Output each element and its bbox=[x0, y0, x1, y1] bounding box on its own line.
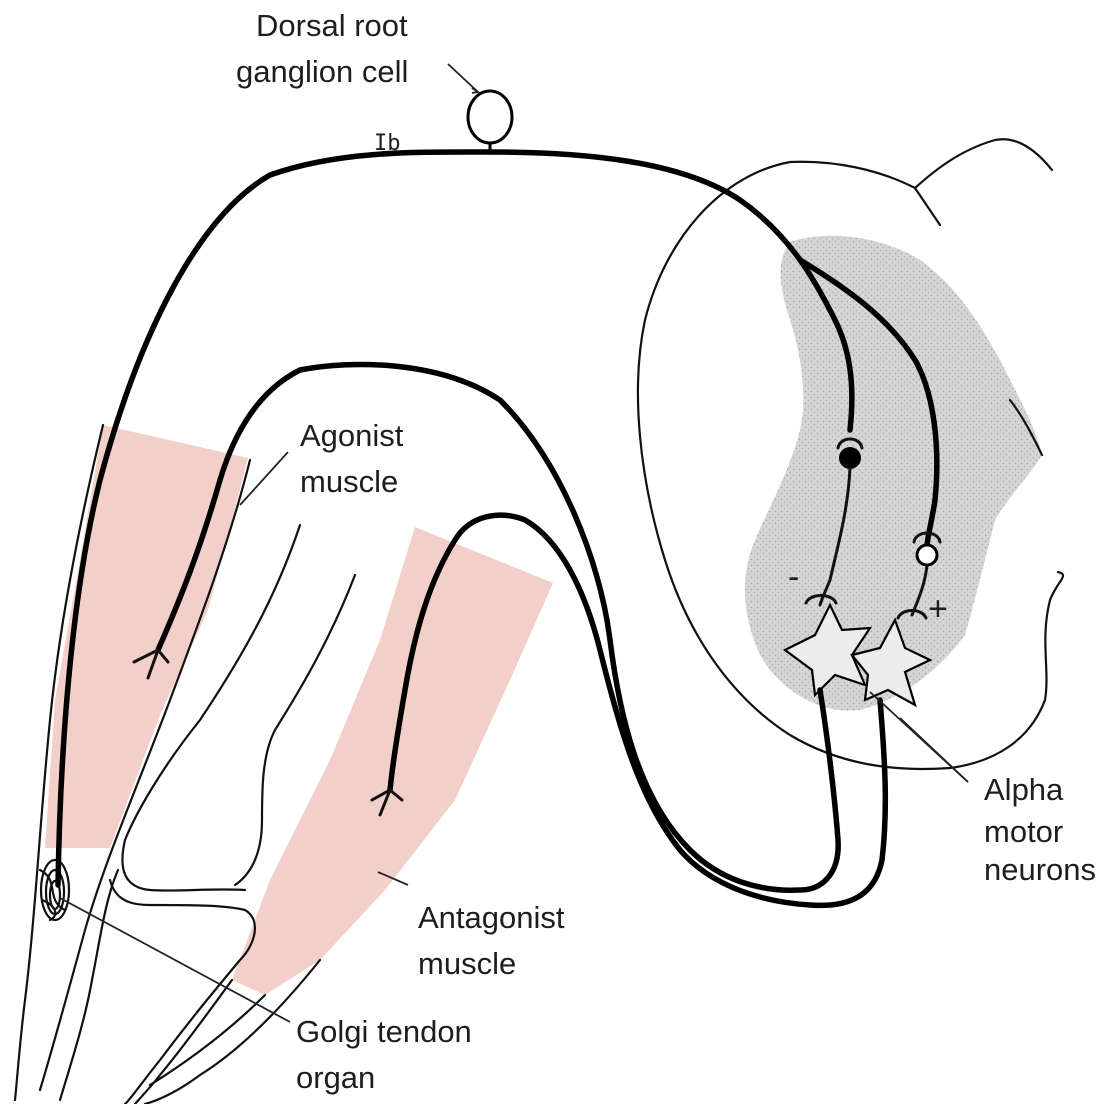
leg-lower-line-2 bbox=[145, 960, 320, 1104]
antagonist-label-line2: muscle bbox=[418, 946, 516, 981]
agonist-label-line2: muscle bbox=[300, 464, 398, 499]
dorsal-horn-outline bbox=[915, 139, 1052, 225]
ib-label: Ib bbox=[374, 131, 401, 156]
alpha-label-line2: motor bbox=[984, 814, 1063, 849]
drg-label-line2: ganglion cell bbox=[236, 54, 408, 89]
excitatory-synapse-sign: + bbox=[928, 590, 948, 628]
antagonist-label-line1: Antagonist bbox=[418, 900, 565, 935]
golgi-tendon-organ bbox=[40, 860, 69, 920]
tibia-outline-left bbox=[60, 870, 118, 1100]
alpha-label-line3: neurons bbox=[984, 852, 1096, 887]
drg-label-line1: Dorsal root bbox=[256, 8, 408, 43]
alpha-leader-line-2 bbox=[900, 718, 968, 782]
golgi-label-line1: Golgi tendon bbox=[296, 1014, 472, 1049]
dorsal-root-ganglion-cell bbox=[468, 91, 512, 152]
golgi-label-line2: organ bbox=[296, 1060, 375, 1095]
drg-leader-line bbox=[448, 64, 478, 92]
agonist-label-line1: Agonist bbox=[300, 418, 404, 453]
inhibitory-synapse-sign: - bbox=[788, 558, 799, 596]
alpha-label-line1: Alpha bbox=[984, 772, 1064, 807]
leg-lower-line-3 bbox=[150, 995, 265, 1085]
